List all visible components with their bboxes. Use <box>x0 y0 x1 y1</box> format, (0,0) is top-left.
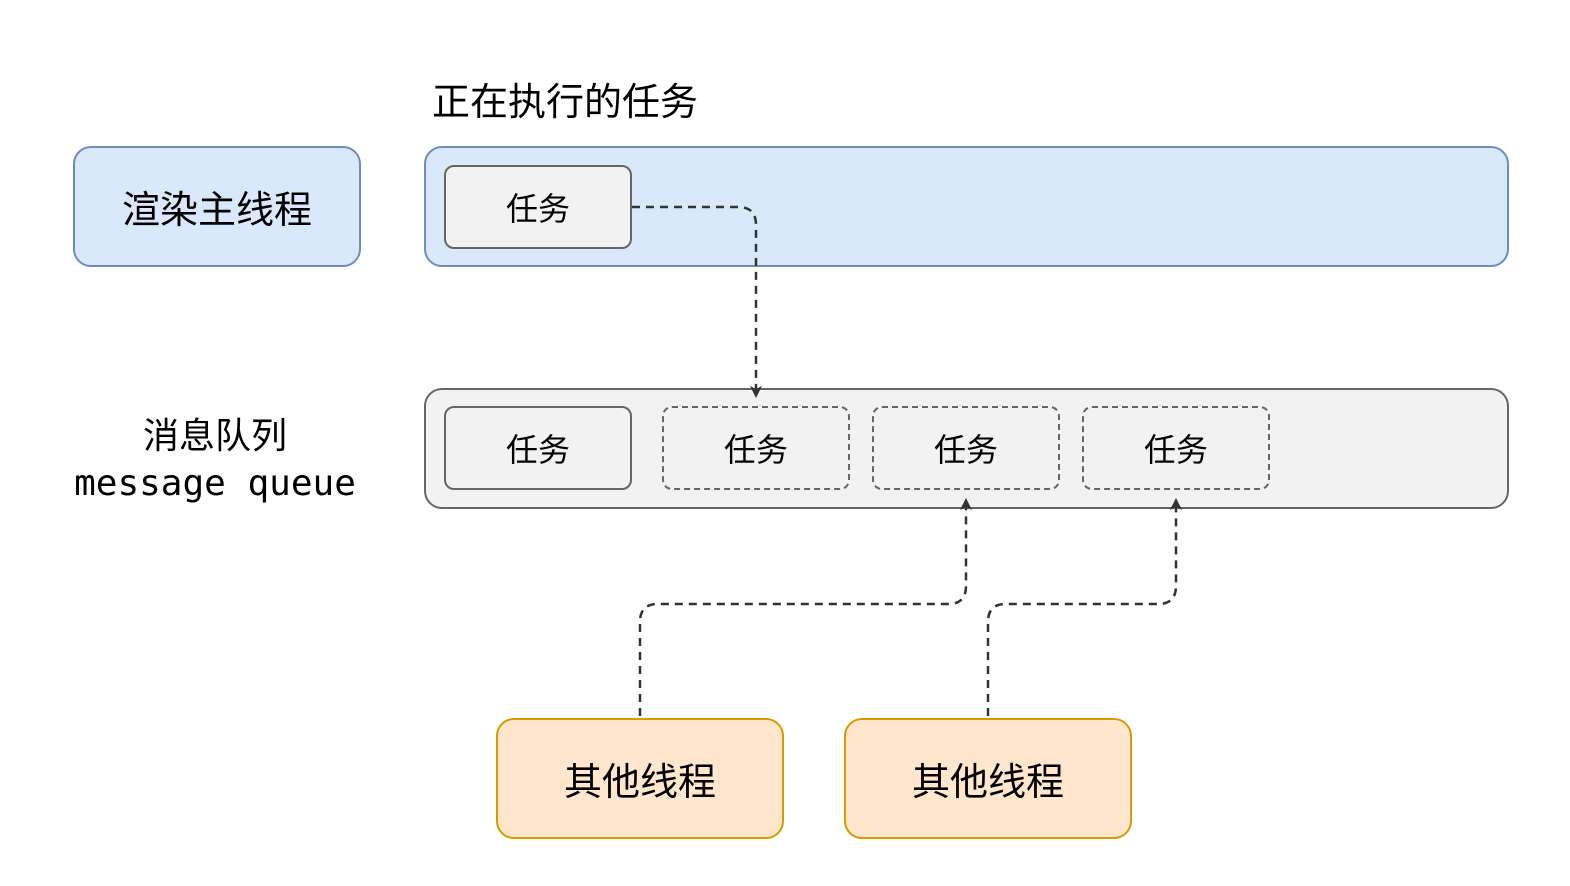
connector-thread2-to-queue <box>986 498 1182 716</box>
main-thread-label: 渲染主线程 <box>121 188 312 232</box>
other-thread-box: 其他线程 <box>844 718 1132 839</box>
queue-task-label: 任务 <box>505 431 570 469</box>
message-queue-label: 消息队列 message queue <box>40 412 390 506</box>
queue-task-label: 任务 <box>933 431 998 469</box>
other-thread-label: 其他线程 <box>911 760 1064 804</box>
message-queue-label-en: message queue <box>74 463 356 504</box>
queue-task: 任务 <box>444 406 632 490</box>
message-queue-label-cn: 消息队列 <box>142 416 287 457</box>
queue-task-label: 任务 <box>1143 431 1208 469</box>
running-task-title: 正在执行的任务 <box>432 80 699 124</box>
running-task-label: 任务 <box>505 190 570 228</box>
queue-task-pending: 任务 <box>662 406 850 490</box>
running-task: 任务 <box>444 165 632 249</box>
queue-task-label: 任务 <box>723 431 788 469</box>
connector-thread1-to-queue <box>638 498 972 716</box>
other-thread-label: 其他线程 <box>563 760 716 804</box>
queue-task-pending: 任务 <box>1082 406 1270 490</box>
queue-task-pending: 任务 <box>872 406 1060 490</box>
main-thread-box: 渲染主线程 <box>73 146 361 267</box>
other-thread-box: 其他线程 <box>496 718 784 839</box>
